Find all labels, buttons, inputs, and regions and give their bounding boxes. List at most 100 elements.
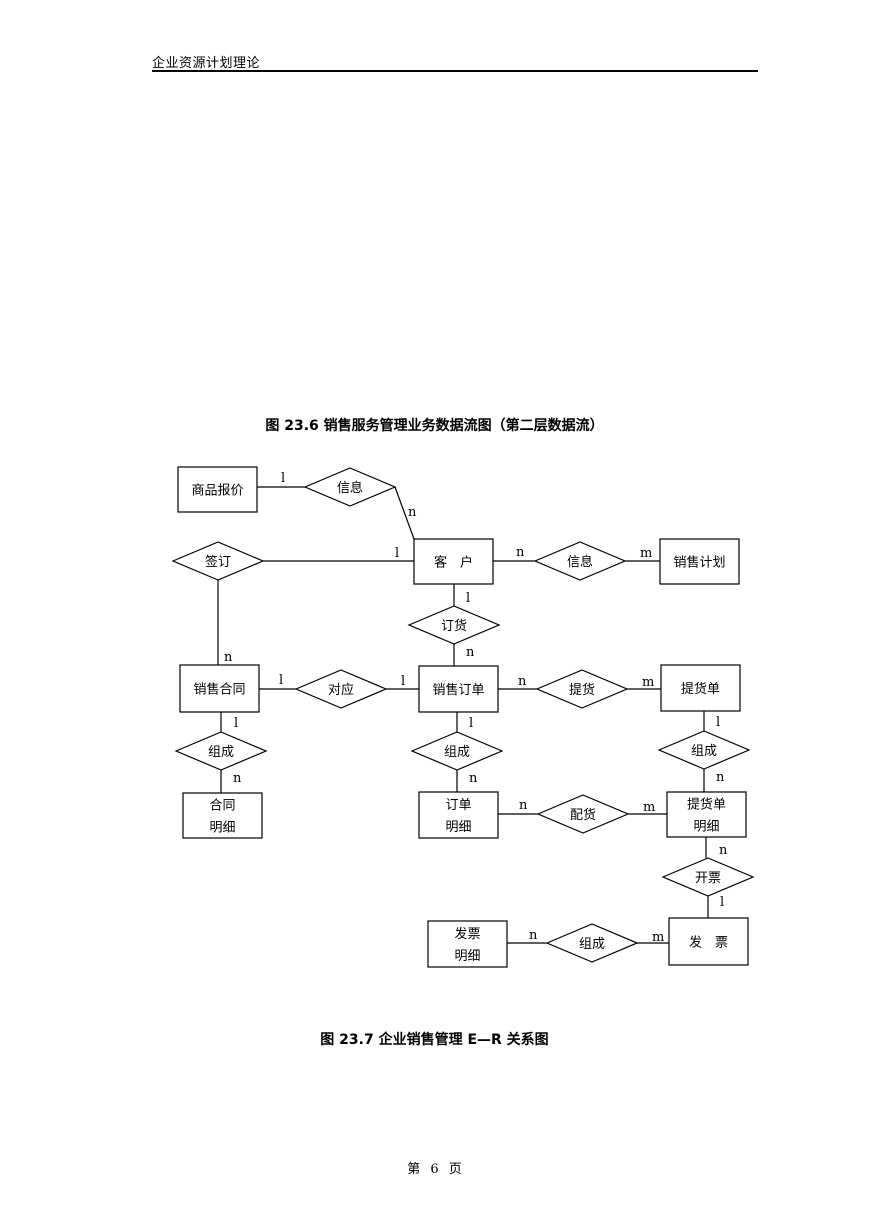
running-header: 企业资源计划理论 — [152, 56, 261, 71]
entity-label: 提货单 — [687, 797, 726, 813]
entity-box — [668, 917, 749, 966]
relationship-label: 配货 — [570, 807, 596, 823]
entity-label: 明细 — [693, 820, 719, 835]
entity-label: 发票 — [454, 926, 480, 942]
cardinality-label: n — [224, 650, 233, 665]
cardinality-label: n — [233, 771, 242, 786]
relationship-label: 组成 — [579, 937, 605, 952]
relationship-diamond — [410, 731, 504, 771]
cardinality-label: n — [716, 770, 725, 785]
entity-label: 发 票 — [689, 935, 728, 951]
relationship-compose3: 组成 — [657, 730, 751, 770]
cardinality-label: l — [281, 471, 285, 486]
relationship-pick: 提货 — [535, 669, 629, 709]
entity-contract: 销售合同 — [179, 664, 260, 713]
entity-label: 明细 — [445, 820, 471, 835]
relationship-label: 提货 — [569, 682, 595, 698]
relationship-label: 签订 — [205, 554, 231, 570]
entity-order: 销售订单 — [418, 665, 499, 713]
cardinality-label: l — [469, 716, 473, 731]
relationship-diamond — [407, 605, 501, 645]
entity-label: 商品报价 — [191, 484, 243, 499]
cardinality-label: m — [643, 800, 655, 815]
entity-box — [418, 791, 499, 839]
entity-box — [418, 665, 499, 713]
relationship-correspond: 对应 — [294, 669, 388, 709]
entity-sales-plan: 销售计划 — [659, 538, 740, 585]
relationship-sign: 签订 — [171, 541, 265, 581]
entity-quote: 商品报价 — [177, 466, 258, 513]
cardinality-label: n — [519, 798, 528, 813]
cardinality-label: l — [279, 673, 283, 688]
relationship-diamond — [294, 669, 388, 709]
relationship-label: 开票 — [695, 871, 721, 886]
entity-box — [659, 538, 740, 585]
relationship-ordering: 订货 — [407, 605, 501, 645]
cardinality-label: n — [516, 545, 525, 560]
relationship-compose2: 组成 — [410, 731, 504, 771]
relationship-allocate: 配货 — [536, 794, 630, 834]
entity-box — [427, 920, 508, 968]
relationship-diamond — [545, 923, 639, 963]
header-rule — [152, 70, 758, 72]
relationship-label: 组成 — [444, 745, 470, 760]
relationship-billing: 开票 — [661, 857, 755, 897]
entity-customer: 客 户 — [413, 538, 494, 585]
cardinality-label: n — [469, 771, 478, 786]
relationship-label: 对应 — [328, 682, 354, 698]
connector-line — [394, 486, 415, 540]
relationship-diamond — [174, 731, 268, 771]
entity-invoice: 发 票 — [668, 917, 749, 966]
entity-label: 客 户 — [434, 555, 473, 571]
diagram-shapes: 商品报价客 户销售计划销售合同销售订单提货单合同明细订单明细提货单明细发票明细发… — [171, 466, 755, 968]
cardinality-label: m — [652, 930, 664, 945]
relationship-diamond — [535, 669, 629, 709]
relationship-info1: 信息 — [303, 467, 397, 507]
entity-label: 明细 — [209, 821, 235, 836]
relationship-diamond — [536, 794, 630, 834]
cardinality-label: m — [640, 546, 652, 561]
connector-lines — [217, 486, 709, 944]
entity-label: 销售计划 — [673, 555, 725, 571]
cardinality-label: n — [408, 505, 417, 520]
relationship-diamond — [171, 541, 265, 581]
cardinality-label: n — [466, 645, 475, 660]
cardinality-label: n — [529, 928, 538, 943]
relationship-diamond — [661, 857, 755, 897]
figure-caption-23-6: 图 23.6 销售服务管理业务数据流图（第二层数据流） — [265, 418, 604, 434]
entity-box — [177, 466, 258, 513]
relationship-compose4: 组成 — [545, 923, 639, 963]
relationship-label: 信息 — [337, 480, 363, 496]
relationship-label: 订货 — [441, 618, 467, 634]
entity-box — [666, 791, 747, 838]
entity-box — [413, 538, 494, 585]
cardinality-label: l — [720, 895, 724, 910]
cardinality-label: l — [395, 546, 399, 561]
cardinality-label: l — [716, 715, 720, 730]
figure-caption-23-7: 图 23.7 企业销售管理 E—R 关系图 — [320, 1032, 549, 1048]
relationship-diamond — [657, 730, 751, 770]
relationship-diamond — [533, 541, 627, 581]
entity-box — [182, 792, 263, 839]
cardinality-label: n — [518, 674, 527, 689]
entity-box — [179, 664, 260, 713]
relationship-label: 信息 — [567, 554, 593, 570]
cardinality-label: l — [401, 674, 405, 689]
entity-box — [660, 664, 741, 712]
entity-label: 销售订单 — [432, 682, 484, 698]
page-number: 第 6 页 — [407, 1162, 462, 1177]
entity-label: 订单 — [445, 798, 471, 813]
entity-label: 提货单 — [681, 681, 720, 697]
entity-pickup: 提货单 — [660, 664, 741, 712]
relationship-label: 组成 — [691, 744, 717, 759]
relationship-compose1: 组成 — [174, 731, 268, 771]
entity-label: 销售合同 — [193, 682, 245, 698]
cardinality-label: l — [234, 716, 238, 731]
